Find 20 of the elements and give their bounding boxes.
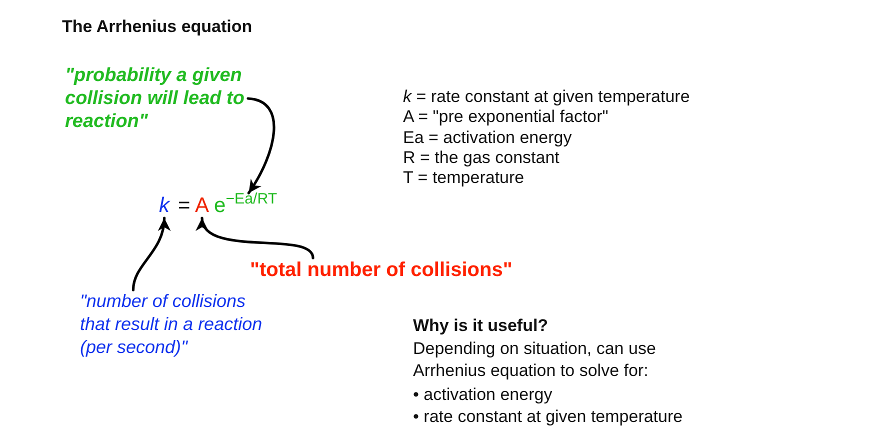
equation-symbol: k (159, 193, 170, 218)
annotation-text: "number of collisions that result in a reaction (per second)" (80, 290, 270, 359)
equation-symbol: A (195, 193, 210, 218)
definition-line: k = rate constant at given temperature (403, 87, 690, 107)
definition-line: R = the gas constant (403, 148, 560, 168)
bullet-item: • activation energy (413, 384, 552, 406)
section-heading: Why is it useful? (413, 315, 548, 337)
definition-line: Ea = activation energy (403, 128, 572, 148)
definition-line: T = temperature (403, 168, 524, 188)
body-text: Depending on situation, can use Arrhenius equation to solve for: (413, 338, 657, 382)
equals-sign: = (178, 193, 190, 218)
annotation-text: "total number of collisions" (250, 258, 512, 283)
bullet-item: • rate constant at given temperature (413, 406, 683, 428)
annotation-text: "probability a given collision will lead to reaction" (65, 64, 248, 133)
diagram-title: The Arrhenius equation (62, 16, 252, 38)
curved-arrow (246, 97, 276, 194)
curved-arrow (132, 216, 170, 292)
definition-line: A = "pre exponential factor" (403, 107, 608, 127)
curved-arrow (198, 216, 314, 260)
exponential-term: e$^{−Ea/RT}$ (214, 193, 278, 218)
